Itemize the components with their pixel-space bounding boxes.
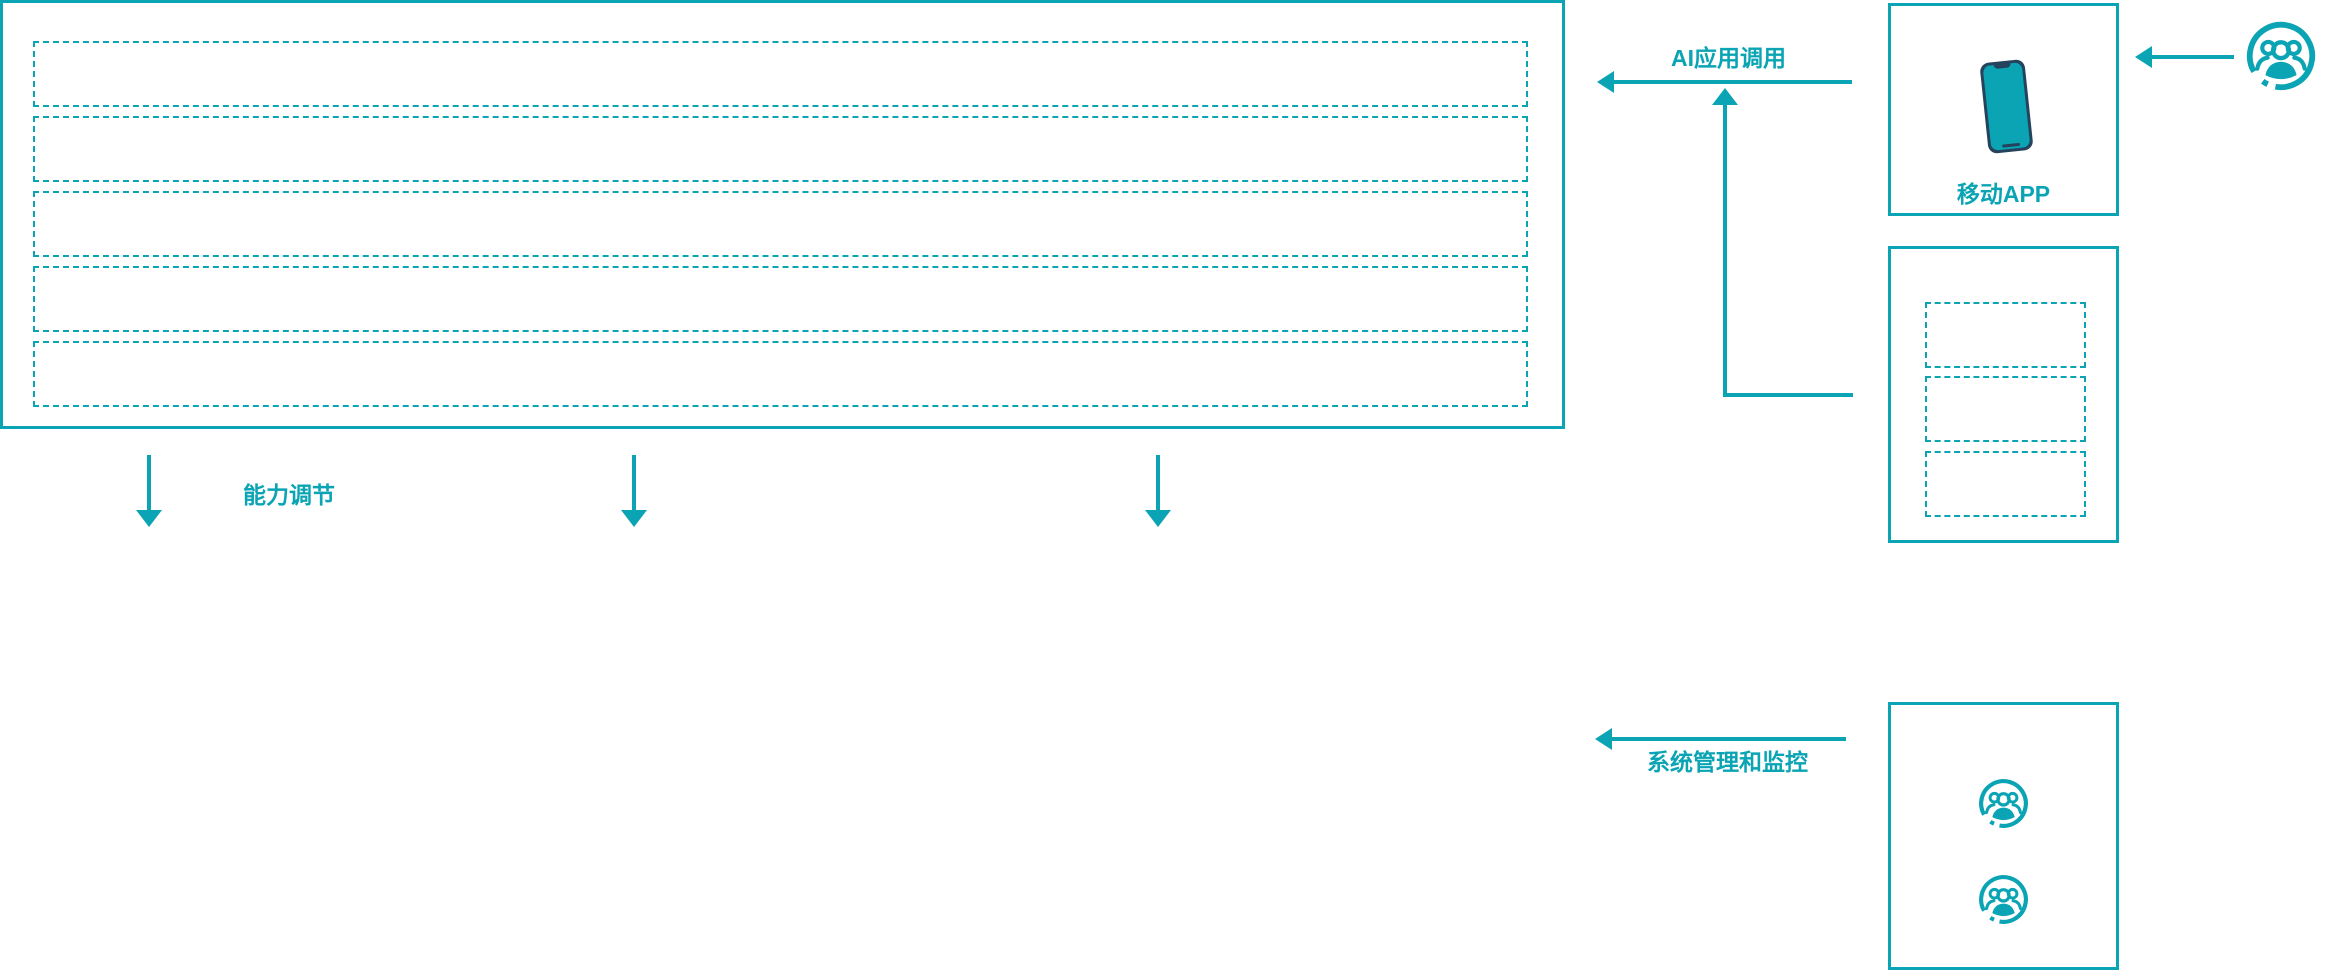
elbow-connector-horizontal: [1723, 393, 1853, 397]
placeholder-box: [1925, 302, 2086, 368]
elbow-connector-vertical: [1723, 103, 1727, 396]
system-monitor-arrow-line: [1609, 737, 1846, 741]
placeholder-row: [33, 41, 1528, 107]
down-arrow: [135, 455, 163, 527]
down-arrow: [620, 455, 648, 527]
placeholder-row: [33, 191, 1528, 257]
platform-layer-box: [0, 0, 1565, 429]
placeholder-row: [33, 266, 1528, 332]
left-arrowhead: [2135, 46, 2152, 68]
left-arrowhead: [1595, 728, 1612, 750]
placeholder-row: [33, 116, 1528, 182]
placeholder-row: [33, 341, 1528, 407]
flow-label-ai-app-invoke: AI应用调用: [1671, 45, 1786, 71]
admin-box: [1888, 702, 2119, 970]
mobile-app-box: 移动APP: [1888, 3, 2119, 216]
up-arrowhead: [1711, 88, 1739, 108]
placeholder-box: [1925, 376, 2086, 442]
users-icon: [1977, 873, 2030, 926]
smartphone-icon: [1979, 58, 2034, 155]
placeholder-box: [1925, 451, 2086, 517]
flow-label-system-monitor: 系统管理和监控: [1647, 749, 1808, 775]
client-box: [1888, 246, 2119, 543]
left-arrowhead: [1597, 71, 1614, 93]
mobile-app-label: 移动APP: [1956, 181, 2051, 207]
users-icon: [2244, 19, 2318, 93]
user-arrow-line: [2149, 55, 2234, 59]
flow-label-capability-adjust: 能力调节: [243, 482, 335, 508]
down-arrow: [1144, 455, 1172, 527]
users-icon: [1977, 777, 2030, 830]
ai-invoke-arrow-line: [1611, 80, 1852, 84]
